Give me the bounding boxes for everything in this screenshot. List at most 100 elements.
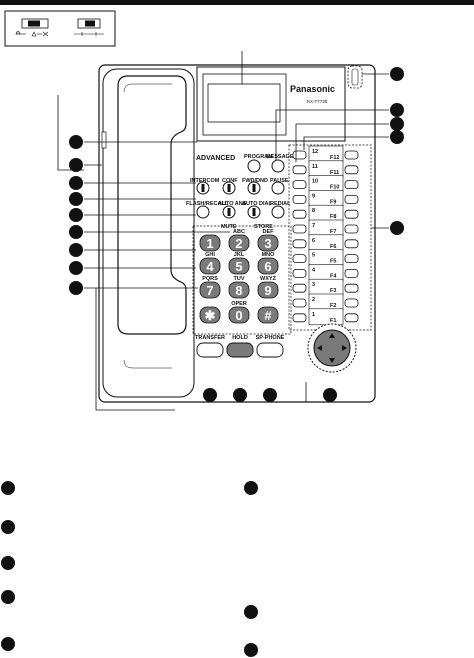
keypad-region (192, 225, 292, 335)
co-key-4[interactable]: 4F4 (292, 264, 359, 281)
transfer-button[interactable]: TRANSFER (195, 335, 225, 358)
callout-marker-9 (69, 192, 83, 206)
program-label: PROGRAM (244, 154, 273, 160)
co-key-left-label: 6 (312, 238, 315, 244)
handset[interactable] (117, 75, 187, 335)
callout-marker-5 (390, 221, 404, 235)
callout-marker-12 (69, 243, 83, 257)
callout-marker-16 (233, 388, 247, 402)
fwd-dnd-button[interactable] (247, 181, 261, 195)
callout-marker-7 (69, 158, 83, 172)
co-key-7[interactable]: 7F7 (292, 219, 359, 237)
key-digit: 4 (206, 259, 214, 274)
callout-marker-18 (323, 388, 337, 402)
co-key-right-label: F2 (330, 303, 336, 309)
co-key-right-label: F6 (330, 244, 336, 250)
keypad-key-12[interactable]: # (257, 306, 279, 324)
hold-button[interactable]: HOLD (226, 335, 254, 358)
co-key-9[interactable]: 9F9 (292, 190, 359, 207)
co-key-left-label: 7 (312, 223, 315, 229)
key-digit: 6 (264, 259, 271, 274)
key-letters: MNO (262, 252, 276, 258)
key-digit: 1 (206, 236, 213, 251)
key-digit: 9 (264, 283, 271, 298)
co-key-right-label: F8 (330, 214, 336, 220)
co-key-2[interactable]: 2F2 (292, 293, 359, 311)
co-key-right-label: F1 (330, 318, 336, 324)
switch-inset (4, 10, 116, 47)
key-digit: 2 (235, 236, 242, 251)
keypad-key-10[interactable]: ✱ (199, 306, 221, 324)
key-letters: TUV (234, 276, 245, 282)
keypad-key-1[interactable]: 1 (199, 234, 221, 252)
callout-marker-20 (1, 520, 15, 534)
callout-marker-21 (1, 556, 15, 570)
co-key-right-label: F5 (330, 259, 336, 265)
co-key-3[interactable]: 3F3 (292, 278, 359, 296)
co-key-right-label: F3 (330, 288, 336, 294)
key-digit: ✱ (205, 308, 216, 323)
flashrecall-button[interactable] (196, 205, 210, 219)
co-key-8[interactable]: 8F8 (292, 204, 359, 222)
key-digit: 7 (206, 283, 213, 298)
co-key-left-label: 9 (312, 193, 315, 199)
pause-label: PAUSE (270, 178, 289, 184)
message-button[interactable] (271, 159, 285, 173)
auto-ans-button[interactable] (222, 205, 236, 219)
key-digit: # (264, 308, 272, 323)
hookswitch[interactable] (101, 131, 107, 149)
callout-marker-11 (69, 225, 83, 239)
co-key-right-label: F7 (330, 229, 336, 235)
callout-marker-19 (1, 481, 15, 495)
callout-marker-13 (69, 261, 83, 275)
dial-mode-switch-icon (74, 18, 104, 36)
ringer-switch-icon (15, 18, 49, 37)
key-letters: OPER (231, 301, 247, 307)
co-key-left-label: 12 (312, 149, 318, 155)
co-key-right-label: F10 (330, 185, 339, 191)
co-key-left-label: 10 (312, 179, 318, 185)
intercom-button[interactable] (196, 181, 210, 195)
co-key-left-label: 2 (312, 297, 315, 303)
sp-phone-label: SP-PHONE (256, 335, 285, 341)
sp-phone-button[interactable]: SP-PHONE (256, 335, 285, 358)
co-key-left-label: 4 (312, 267, 316, 273)
lcd-display (207, 83, 281, 123)
callout-marker-24 (244, 481, 258, 495)
brand-logo: Panasonic (290, 84, 335, 94)
key-letters: DEF (263, 229, 275, 235)
co-key-1[interactable]: 1F1 (292, 308, 359, 326)
intercom-label: INTERCOM (190, 178, 220, 184)
auto-dial-button[interactable] (247, 205, 261, 219)
conf-button[interactable] (222, 181, 236, 195)
key-letters: WXYZ (260, 276, 277, 282)
key-letters: PQRS (202, 276, 218, 282)
fwd-dnd-label: FWD/DND (242, 178, 268, 184)
co-key-right-label: F11 (330, 170, 339, 176)
callout-marker-15 (203, 388, 217, 402)
pause-button[interactable] (271, 181, 285, 195)
system-label: ADVANCED (196, 155, 235, 162)
co-key-right-label: F4 (330, 273, 337, 279)
callout-marker-25 (244, 605, 258, 619)
key-digit: 5 (235, 259, 242, 274)
redial-button[interactable] (271, 205, 285, 219)
key-letters: ABC (233, 229, 245, 235)
co-key-right-label: F12 (330, 155, 339, 161)
co-key-5[interactable]: 5F5 (292, 249, 359, 266)
callout-marker-8 (69, 176, 83, 190)
navigator-dial[interactable] (307, 323, 357, 373)
program-button[interactable] (247, 159, 261, 173)
